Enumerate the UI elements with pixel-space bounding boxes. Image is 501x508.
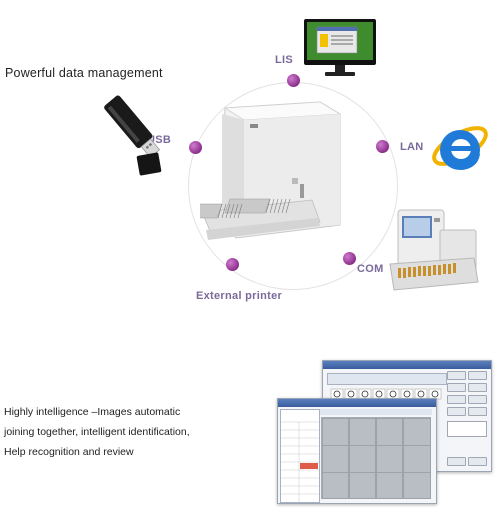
label-lis: LIS <box>275 54 294 66</box>
image-tile[interactable] <box>376 445 403 473</box>
microscope-image-grid <box>321 417 431 499</box>
result-list-panel <box>280 409 320 503</box>
monitor-icon <box>303 18 377 78</box>
secondary-analyzer-icon <box>388 208 480 294</box>
back-window-button-column <box>447 371 487 467</box>
feature-line-3: Help recognition and review <box>4 446 134 458</box>
dot-usb <box>189 141 202 154</box>
dot-lis <box>287 74 300 87</box>
internet-explorer-icon <box>428 116 492 180</box>
mini-button[interactable] <box>468 371 487 380</box>
image-tile[interactable] <box>376 418 403 446</box>
dot-com <box>343 252 356 265</box>
feature-line-2: joining together, intelligent identifica… <box>4 426 190 438</box>
front-window-toolbar <box>320 409 432 415</box>
image-tile[interactable] <box>349 418 376 446</box>
label-com: COM <box>357 263 384 275</box>
mini-info-box <box>447 421 487 437</box>
mini-button[interactable] <box>447 457 466 466</box>
image-tile[interactable] <box>403 445 431 473</box>
feature-description: Highly intelligence –Images automatic jo… <box>4 402 254 462</box>
mini-button[interactable] <box>468 457 487 466</box>
mini-button[interactable] <box>468 383 487 392</box>
analyzer-icon <box>176 100 350 255</box>
image-tile[interactable] <box>403 472 431 499</box>
mini-button[interactable] <box>468 407 487 416</box>
front-window-titlebar <box>278 399 436 407</box>
front-software-window <box>277 398 437 504</box>
feature-line-1: Highly intelligence –Images automatic <box>4 406 181 418</box>
usb-drive-icon <box>100 82 170 182</box>
image-tile[interactable] <box>376 472 403 499</box>
image-tile[interactable] <box>349 445 376 473</box>
dot-lan <box>376 140 389 153</box>
mini-button[interactable] <box>447 407 466 416</box>
headline: Powerful data management <box>5 66 163 80</box>
image-tile[interactable] <box>349 472 376 499</box>
mini-button[interactable] <box>447 371 466 380</box>
label-lan: LAN <box>400 141 424 153</box>
image-tile[interactable] <box>322 418 349 446</box>
back-window-toolbar <box>327 373 447 385</box>
label-printer: External printer <box>196 290 283 302</box>
mini-button[interactable] <box>447 395 466 404</box>
mini-button[interactable] <box>447 383 466 392</box>
mini-button[interactable] <box>468 395 487 404</box>
image-tile[interactable] <box>322 445 349 473</box>
dot-printer <box>226 258 239 271</box>
back-window-titlebar <box>323 361 491 369</box>
image-tile[interactable] <box>322 472 349 499</box>
image-tile[interactable] <box>403 418 431 446</box>
